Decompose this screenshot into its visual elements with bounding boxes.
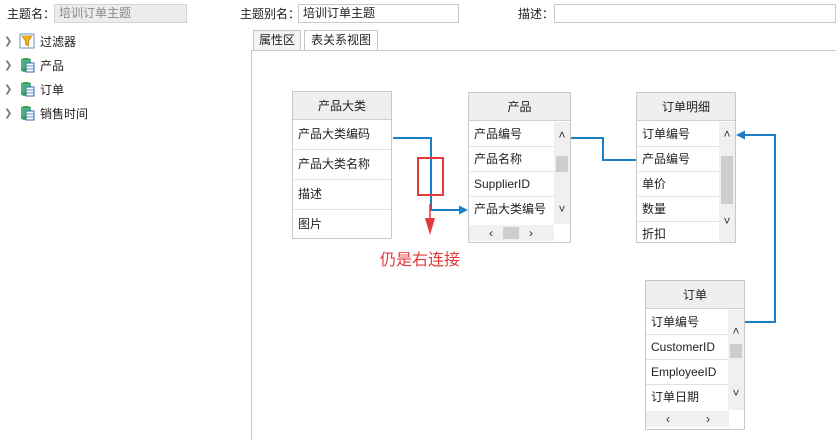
tree-item-label: 产品	[40, 58, 65, 73]
theme-alias-label: 主题别名：	[240, 7, 301, 21]
table-icon	[21, 82, 35, 97]
vertical-scrollbar[interactable]: ˄ ˅	[554, 122, 570, 224]
table-field[interactable]: 描述	[293, 180, 391, 210]
tab-table-relation-view[interactable]: 表关系视图	[304, 30, 378, 52]
table-title: 订单明细	[637, 93, 735, 121]
tree-item-label: 过滤器	[40, 34, 77, 49]
table-field[interactable]: CustomerID	[646, 335, 729, 360]
horizontal-scrollbar[interactable]: ‹ ›	[469, 225, 554, 241]
table-product-category[interactable]: 产品大类 产品大类编码 产品大类名称 描述 图片	[292, 91, 392, 239]
tree-item-order[interactable]: ❯ 订单	[0, 78, 240, 100]
scroll-thumb[interactable]	[503, 227, 519, 239]
chevron-right-icon[interactable]: ❯	[4, 35, 13, 47]
table-icon	[21, 58, 35, 73]
table-field[interactable]: 产品编号	[469, 122, 554, 147]
horizontal-scrollbar[interactable]: ‹ ›	[646, 411, 729, 427]
chevron-down-icon[interactable]: ˅	[732, 386, 740, 400]
tree-item-sales-time[interactable]: ❯ 销售时间	[0, 102, 240, 124]
scroll-thumb[interactable]	[721, 156, 733, 204]
chevron-left-icon[interactable]: ‹	[489, 226, 493, 240]
arrow-head-icon	[459, 205, 468, 215]
chevron-left-icon[interactable]: ‹	[666, 412, 670, 426]
chevron-right-icon[interactable]: ❯	[4, 59, 13, 71]
vertical-scrollbar[interactable]: ˄ ˅	[719, 122, 735, 242]
table-title: 订单	[646, 281, 744, 309]
chevron-down-icon[interactable]: ˅	[723, 214, 731, 228]
arrow-down-icon	[425, 218, 435, 235]
chevron-right-icon[interactable]: ❯	[4, 107, 13, 119]
filter-icon	[19, 33, 35, 49]
annotation-note: 仍是右连接	[380, 252, 461, 269]
table-field[interactable]: 图片	[298, 217, 323, 231]
table-title: 产品大类	[293, 92, 391, 120]
chevron-right-icon[interactable]: ❯	[4, 83, 13, 95]
table-title: 产品	[469, 93, 570, 121]
link-category-product[interactable]	[393, 137, 464, 211]
tree-item-filter[interactable]: ❯ 过滤器	[0, 30, 240, 52]
tree-item-product[interactable]: ❯ 产品	[0, 54, 240, 76]
tab-properties[interactable]: 属性区	[253, 30, 301, 51]
tree-item-label: 销售时间	[40, 106, 89, 121]
table-order[interactable]: 订单 订单编号 CustomerID EmployeeID 订单日期 ˄ ˅ ‹…	[645, 280, 745, 430]
chevron-up-icon[interactable]: ˄	[558, 128, 566, 142]
chevron-up-icon[interactable]: ˄	[732, 324, 740, 338]
scroll-thumb[interactable]	[556, 156, 568, 172]
table-field[interactable]: 数量	[637, 197, 720, 222]
table-product[interactable]: 产品 产品编号 产品名称 SupplierID 产品大类编号 ˄ ˅ ‹ ›	[468, 92, 571, 243]
theme-name-label: 主题名：	[7, 7, 56, 21]
table-field[interactable]: 产品编号	[637, 147, 720, 172]
tree-item-label: 订单	[40, 82, 65, 97]
table-field[interactable]: 订单编号	[637, 122, 720, 147]
link-order-orderdetail[interactable]	[741, 134, 776, 323]
table-field[interactable]: 产品大类编码	[293, 120, 391, 150]
table-field[interactable]: SupplierID	[469, 172, 554, 197]
table-icon	[21, 106, 35, 121]
table-order-detail[interactable]: 订单明细 订单编号 产品编号 单价 数量 折扣 ˄ ˅	[636, 92, 736, 243]
table-field[interactable]: EmployeeID	[646, 360, 729, 385]
table-field[interactable]: 折扣	[642, 227, 667, 241]
table-field[interactable]: 产品名称	[469, 147, 554, 172]
scroll-thumb[interactable]	[730, 344, 742, 358]
table-field[interactable]: 订单日期	[651, 390, 700, 404]
highlight-box	[417, 157, 444, 196]
link-product-orderdetail[interactable]	[570, 137, 636, 161]
vertical-scrollbar[interactable]: ˄ ˅	[728, 310, 744, 410]
chevron-right-icon[interactable]: ›	[706, 412, 710, 426]
theme-alias-input[interactable]: 培训订单主题	[298, 4, 459, 23]
table-field[interactable]: 产品大类名称	[293, 150, 391, 180]
chevron-right-icon[interactable]: ›	[529, 226, 533, 240]
table-field[interactable]: 订单编号	[646, 310, 729, 335]
theme-name-field: 培训订单主题	[54, 4, 187, 23]
chevron-down-icon[interactable]: ˅	[558, 202, 566, 216]
arrow-head-icon	[736, 130, 745, 140]
table-field[interactable]: 单价	[637, 172, 720, 197]
table-field[interactable]: 产品大类编号	[474, 202, 547, 216]
chevron-up-icon[interactable]: ˄	[723, 127, 731, 141]
description-label: 描述：	[518, 7, 555, 21]
